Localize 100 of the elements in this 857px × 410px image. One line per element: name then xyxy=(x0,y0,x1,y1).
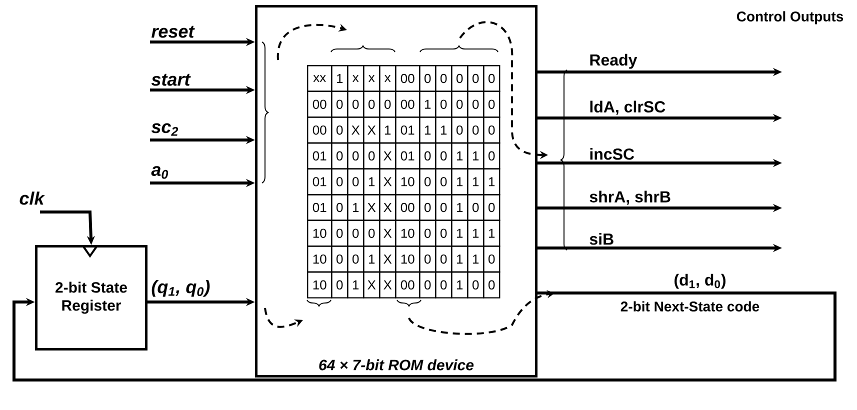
table-cell: 1 xyxy=(331,65,348,92)
table-cell: 1 xyxy=(451,271,468,298)
table-cell: X xyxy=(363,271,380,298)
table-cell: 0 xyxy=(483,194,500,221)
table-cell: 0 xyxy=(331,194,348,221)
table-cell: 0 xyxy=(435,220,452,247)
heading: Control Outputs xyxy=(736,11,844,24)
table-cell: 0 xyxy=(467,65,484,92)
table-cell: 1 xyxy=(467,168,484,196)
signal-label: clk xyxy=(20,192,45,205)
table-cell: X xyxy=(379,194,396,221)
table-cell: 0 xyxy=(331,142,348,170)
table-cell: 0 xyxy=(347,220,364,247)
table-cell: 10 xyxy=(307,246,332,273)
state-register-box: 2-bit State Register xyxy=(35,245,148,350)
signal-label: (q$_{1}$, q$_{0}$) xyxy=(152,280,210,297)
table-cell: 0 xyxy=(331,246,348,273)
table-cell: 0 xyxy=(347,142,364,170)
table-cell: 0 xyxy=(347,168,364,196)
table-cell: 0 xyxy=(331,271,348,298)
table-cell: 1 xyxy=(451,168,468,196)
table-cell: 0 xyxy=(435,194,452,221)
table-cell: 00 xyxy=(395,90,420,118)
table-cell: 00 xyxy=(395,271,420,298)
table-cell: 0 xyxy=(483,90,500,118)
table-cell: 1 xyxy=(451,142,468,170)
table-cell: X xyxy=(379,168,396,196)
table-cell: 0 xyxy=(435,65,452,92)
table-cell: 0 xyxy=(451,90,468,118)
table-cell: 00 xyxy=(395,194,420,221)
table-cell: 1 xyxy=(419,116,436,144)
table-cell: X xyxy=(347,116,364,144)
table-cell: X xyxy=(363,194,380,221)
signal-label: Ready xyxy=(590,54,638,69)
signal-label: shrA, shrB xyxy=(590,190,670,205)
table-cell: 1 xyxy=(363,168,380,196)
table-cell: 0 xyxy=(483,271,500,298)
table-cell: 01 xyxy=(307,194,332,221)
table-cell: X xyxy=(379,271,396,298)
table-cell: 0 xyxy=(419,220,436,247)
table-cell: xx xyxy=(307,65,332,92)
table-cell: 1 xyxy=(483,168,500,196)
table-cell: 0 xyxy=(331,220,348,247)
table-cell: x xyxy=(347,65,364,92)
table-cell: 0 xyxy=(419,65,436,92)
table-cell: 0 xyxy=(467,90,484,118)
table-cell: 0 xyxy=(483,246,500,273)
table-cell: 1 xyxy=(419,90,436,118)
table-cell: x xyxy=(379,65,396,92)
table-cell: 0 xyxy=(435,271,452,298)
table-cell: 0 xyxy=(419,142,436,170)
table-cell: 0 xyxy=(331,90,348,118)
table-cell: 0 xyxy=(435,90,452,118)
signal-label: start xyxy=(151,74,191,86)
table-cell: 1 xyxy=(379,116,396,144)
table-cell: 0 xyxy=(379,90,396,118)
table-cell: 0 xyxy=(483,65,500,92)
table-cell: 0 xyxy=(483,116,500,144)
table-cell: 0 xyxy=(467,194,484,221)
table-cell: 0 xyxy=(467,271,484,298)
table-cell: 1 xyxy=(451,194,468,221)
bus-label: 2-bit Next-State code xyxy=(620,301,760,312)
table-cell: 0 xyxy=(451,65,468,92)
signal-label: incSC xyxy=(590,148,634,160)
table-cell: 0 xyxy=(347,246,364,273)
table-cell: 1 xyxy=(435,116,452,144)
table-cell: 00 xyxy=(395,65,420,92)
table-cell: 0 xyxy=(419,168,436,196)
table-cell: 0 xyxy=(435,246,452,273)
table-cell: 10 xyxy=(307,271,332,298)
signal-label: a$_{0}$ xyxy=(151,166,168,179)
table-cell: 00 xyxy=(307,116,332,144)
table-cell: 0 xyxy=(467,116,484,144)
table-cell: 1 xyxy=(451,220,468,247)
signal-label: ldA, clrSC xyxy=(590,100,666,115)
table-cell: 0 xyxy=(483,142,500,170)
table-cell: 0 xyxy=(419,246,436,273)
table-cell: 1 xyxy=(467,220,484,247)
table-cell: X xyxy=(379,246,396,273)
arrow xyxy=(12,292,836,382)
table-cell: 0 xyxy=(347,90,364,118)
table-cell: 0 xyxy=(363,220,380,247)
table-cell: X xyxy=(363,116,380,144)
table-cell: 1 xyxy=(363,246,380,273)
table-cell: 10 xyxy=(395,168,420,196)
table-cell: 00 xyxy=(307,90,332,118)
signal-label: siB xyxy=(590,233,614,245)
table-cell: x xyxy=(363,65,380,92)
table-cell: 01 xyxy=(395,142,420,170)
table-cell: X xyxy=(379,220,396,247)
table-cell: 10 xyxy=(395,220,420,247)
table-cell: 01 xyxy=(307,168,332,196)
signal-label: (d$_{1}$, d$_{0}$) xyxy=(674,274,726,289)
table-cell: 01 xyxy=(307,142,332,170)
table-cell: 01 xyxy=(395,116,420,144)
table-cell: 10 xyxy=(307,220,332,247)
signal-label: reset xyxy=(152,26,195,38)
table-cell: 0 xyxy=(363,142,380,170)
table-cell: 1 xyxy=(483,220,500,247)
table-cell: 1 xyxy=(467,142,484,170)
